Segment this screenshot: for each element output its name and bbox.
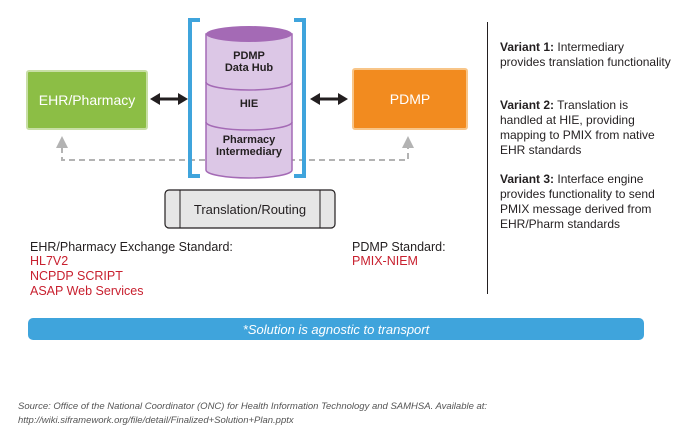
hub-pdmp-arrowhead-left bbox=[310, 93, 320, 105]
source-citation: Source: Office of the National Coordinat… bbox=[18, 401, 488, 426]
transport-banner: *Solution is agnostic to transport bbox=[28, 318, 644, 340]
hub-section-hie: HIE bbox=[239, 98, 259, 110]
translation-box-shape bbox=[164, 189, 336, 229]
right-bracket bbox=[294, 18, 306, 178]
left-bracket bbox=[188, 18, 200, 178]
variant-2-label: Variant 2: bbox=[500, 98, 555, 112]
variant-2-text: Translation is handled at HIE, providing… bbox=[500, 98, 655, 157]
variant-1: Variant 1: Intermediary provides transla… bbox=[500, 40, 672, 70]
ehr-pharmacy-box: EHR/Pharmacy bbox=[26, 70, 148, 130]
divider-line bbox=[487, 22, 488, 294]
variant-1-label: Variant 1: bbox=[500, 40, 555, 54]
translation-routing-label: Translation/Routing bbox=[193, 201, 307, 217]
left-standards: EHR/Pharmacy Exchange Standard: HL7V2 NC… bbox=[30, 240, 233, 299]
left-standard-item: ASAP Web Services bbox=[30, 284, 144, 298]
right-standards: PDMP Standard: PMIX-NIEM bbox=[352, 240, 446, 269]
right-standards-title: PDMP Standard: bbox=[352, 240, 446, 254]
ehr-pharmacy-label: EHR/Pharmacy bbox=[38, 92, 136, 108]
hub-section-pharmacy-intermediary: Pharmacy Intermediary bbox=[215, 134, 283, 158]
left-standards-title: EHR/Pharmacy Exchange Standard: bbox=[30, 240, 233, 254]
variant-3: Variant 3: Interface engine provides fun… bbox=[500, 172, 672, 232]
left-standard-item: HL7V2 bbox=[30, 254, 69, 268]
hub-section-data-hub: PDMP Data Hub bbox=[224, 50, 274, 74]
ehr-hub-arrowhead-left bbox=[150, 93, 160, 105]
dashed-arrowhead-right bbox=[402, 136, 414, 148]
variant-3-text: Interface engine provides functionality … bbox=[500, 172, 655, 231]
hub-cylinder bbox=[205, 26, 293, 179]
left-standard-item: NCPDP SCRIPT bbox=[30, 269, 123, 283]
pdmp-label: PDMP bbox=[389, 91, 431, 107]
ehr-hub-arrowhead-right bbox=[178, 93, 188, 105]
right-standard-item: PMIX-NIEM bbox=[352, 254, 418, 268]
dashed-arrowhead-left bbox=[56, 136, 68, 148]
hub-pdmp-arrowhead-right bbox=[338, 93, 348, 105]
variant-3-label: Variant 3: bbox=[500, 172, 555, 186]
variant-1-text: Intermediary provides translation functi… bbox=[500, 40, 671, 69]
variant-2: Variant 2: Translation is handled at HIE… bbox=[500, 98, 672, 158]
pdmp-box: PDMP bbox=[352, 68, 468, 130]
